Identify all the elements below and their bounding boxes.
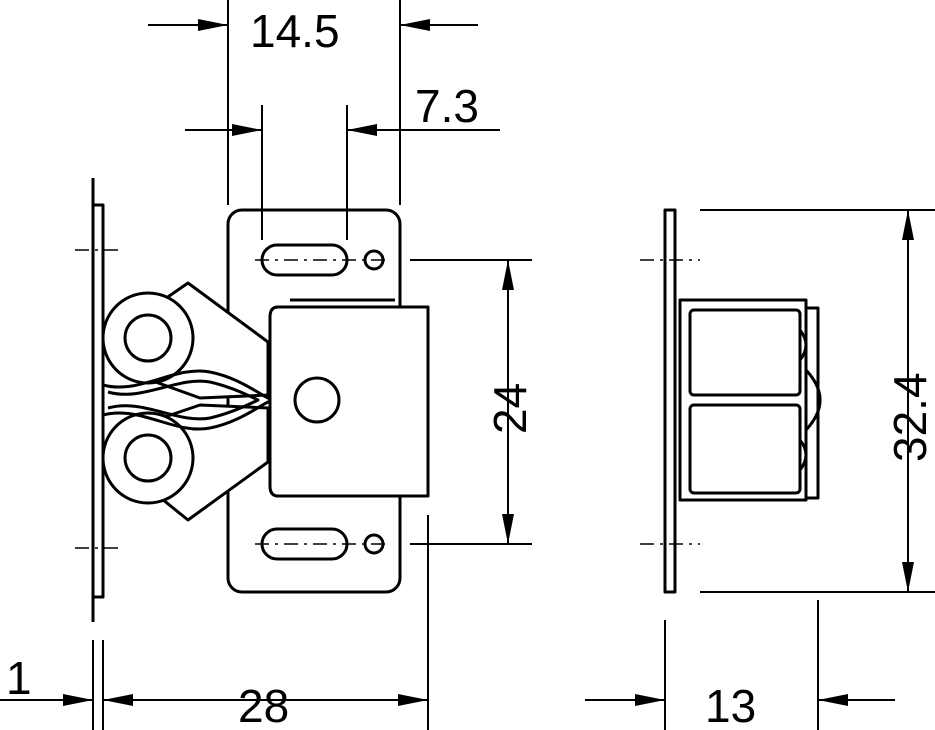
dim-32-4-label: 32.4 bbox=[884, 372, 935, 462]
housing-rivet bbox=[293, 376, 341, 424]
lower-roller-inner bbox=[123, 433, 173, 483]
side-roller-cap-bottom bbox=[798, 439, 808, 471]
dim-7-3-label: 7.3 bbox=[415, 80, 479, 132]
dim-24-label: 24 bbox=[484, 383, 536, 434]
dim-13: 13 bbox=[585, 600, 895, 730]
side-view bbox=[640, 208, 822, 594]
dim-14-5: 14.5 bbox=[148, 0, 478, 205]
dim-1-label: 1 bbox=[6, 652, 32, 704]
side-roller-cap-top bbox=[798, 329, 808, 361]
upper-roller-inner bbox=[123, 313, 173, 363]
dim-32-4: 32.4 bbox=[700, 209, 935, 593]
spring-wire-inner bbox=[107, 379, 260, 421]
side-upper-roller bbox=[688, 308, 802, 397]
side-rivet bbox=[804, 368, 822, 432]
side-plate bbox=[663, 208, 677, 594]
strike-plate bbox=[91, 203, 105, 599]
dim-28: 28 bbox=[103, 515, 429, 730]
dim-7-3: 7.3 bbox=[185, 80, 500, 240]
dim-14-5-label: 14.5 bbox=[250, 5, 340, 57]
dim-13-label: 13 bbox=[705, 680, 756, 730]
dim-28-label: 28 bbox=[238, 680, 289, 730]
side-lower-roller bbox=[688, 403, 802, 495]
dim-1: 1 bbox=[0, 640, 133, 730]
housing bbox=[268, 305, 430, 498]
dim-24: 24 bbox=[410, 259, 536, 545]
front-view bbox=[75, 178, 430, 622]
side-body-back bbox=[804, 306, 820, 500]
